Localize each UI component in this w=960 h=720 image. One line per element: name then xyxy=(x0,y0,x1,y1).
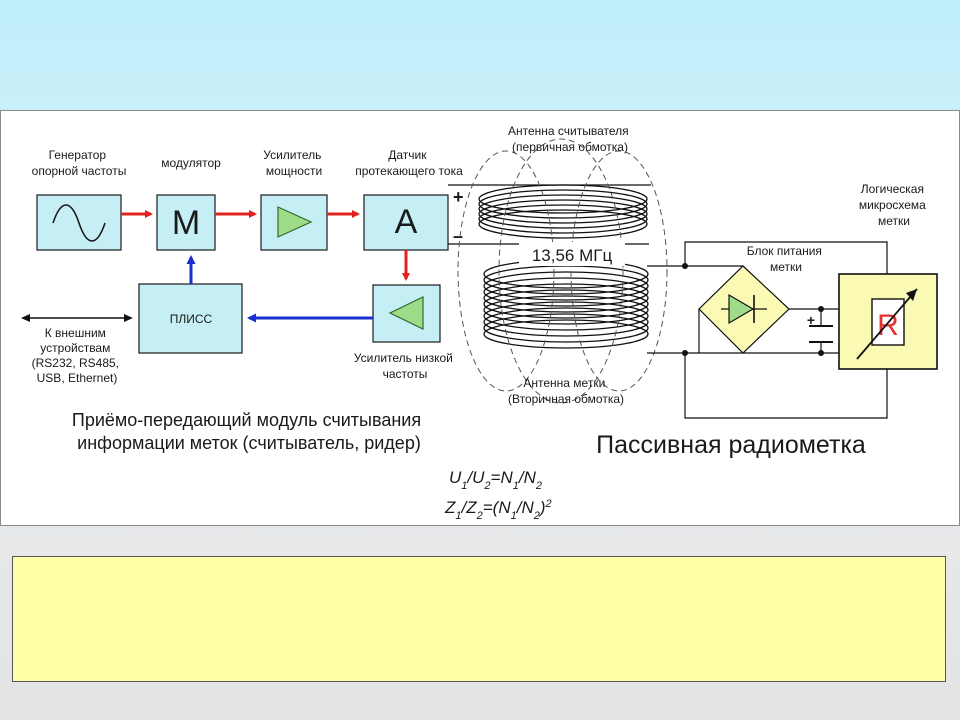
frequency-label-bg xyxy=(519,242,625,266)
antenna-reader-label: Антенна считывателя (первичная обмотка) xyxy=(508,124,632,154)
power-block-label: Блок питания метки xyxy=(747,244,826,274)
modulator-block: M xyxy=(156,194,216,251)
amplifier-triangle-icon xyxy=(277,206,313,238)
modulator-label: модулятор xyxy=(161,156,221,170)
external-label: К внешним устройствам (RS232, RS485, USB… xyxy=(32,326,123,385)
power-amplifier-block xyxy=(260,194,328,251)
impedance-ratio-formula: Z1/Z2=(N1/N2)2 xyxy=(444,498,552,522)
generator-label: Генератор опорной частоты xyxy=(32,148,127,178)
power-amp-label: Усилитель мощности xyxy=(263,148,324,178)
logic-chip-block: R xyxy=(838,273,938,370)
lna-triangle-icon xyxy=(388,296,424,330)
secondary-coil xyxy=(483,259,649,349)
junction-dot xyxy=(682,263,688,269)
current-sensor-block: A xyxy=(363,194,449,251)
diagram-frame: Генератор опорной частоты M модулятор Ус… xyxy=(0,110,960,526)
sine-wave-icon xyxy=(52,204,106,242)
transceiver-caption: Приёмо-передающий модуль считывания инфо… xyxy=(72,410,426,453)
logic-chip-label: Логическая микросхема метки xyxy=(859,182,929,228)
voltage-ratio-formula: U1/U2=N1/N2 xyxy=(449,468,542,492)
plus-sign: + xyxy=(453,187,464,207)
return-signal-arrows xyxy=(186,255,373,323)
diode-bridge xyxy=(698,265,790,354)
minus-sign: – xyxy=(453,226,463,246)
diode-icon xyxy=(728,293,755,325)
junction-dot xyxy=(818,350,824,356)
plis-label: ПЛИСС xyxy=(170,312,213,326)
modulator-symbol: M xyxy=(172,204,200,242)
magnetic-field-lines xyxy=(457,138,668,404)
current-sensor-label: Датчик протекающего тока xyxy=(355,148,463,178)
lna-label: Усилитель низкой частоты xyxy=(354,351,456,381)
forward-signal-arrows xyxy=(121,210,410,281)
generator-block xyxy=(36,194,122,251)
primary-coil xyxy=(478,184,648,239)
rfid-diagram: Генератор опорной частоты M модулятор Ус… xyxy=(21,124,938,522)
antenna-tag-label: Антенна метки (Вторичная обмотка) xyxy=(508,376,624,406)
frequency-label: 13,56 МГц xyxy=(532,246,613,265)
capacitor: + xyxy=(807,312,833,343)
passive-tag-caption: Пассивная радиометка xyxy=(596,431,866,459)
junction-dot xyxy=(818,306,824,312)
lna-block xyxy=(372,284,441,343)
current-sensor-symbol: A xyxy=(395,203,418,241)
plis-block: ПЛИСС xyxy=(138,283,243,354)
note-box xyxy=(12,556,946,682)
svg-text:+: + xyxy=(807,312,815,328)
junction-dot xyxy=(682,350,688,356)
